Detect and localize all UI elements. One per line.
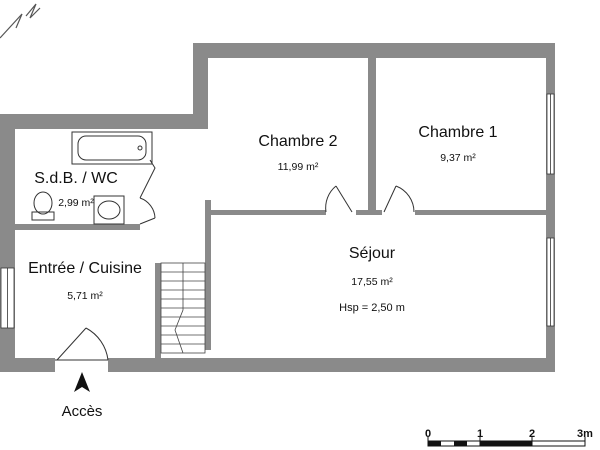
scale-label-0: 0 xyxy=(425,428,431,440)
ceiling-height: Hsp = 2,50 m xyxy=(339,302,405,314)
room-area: 5,71 m² xyxy=(67,290,103,302)
room-name: Entrée / Cuisine xyxy=(28,260,142,277)
bathroom-door xyxy=(139,159,156,225)
inner-walls xyxy=(15,58,546,358)
scale-label-3: 3m xyxy=(577,428,593,440)
room-area: 9,37 m² xyxy=(440,152,476,164)
entry-door xyxy=(55,327,109,361)
windows xyxy=(0,93,555,329)
access-arrow-icon xyxy=(74,372,90,392)
room-name: Séjour xyxy=(349,245,396,262)
scale-label-1: 1 xyxy=(477,428,483,440)
toilet-icon xyxy=(31,191,55,221)
scale-bar xyxy=(427,437,586,447)
room-area: 11,99 m² xyxy=(278,161,319,173)
scale-label-2: 2 xyxy=(529,428,535,440)
bathtub-icon xyxy=(71,131,153,165)
room-area: 17,55 m² xyxy=(351,276,393,288)
staircase xyxy=(160,262,206,354)
north-arrow-icon xyxy=(0,3,41,39)
room-name: Chambre 1 xyxy=(418,124,497,141)
room-name: S.d.B. / WC xyxy=(34,170,118,187)
access-label: Accès xyxy=(62,403,103,420)
washbasin-icon xyxy=(93,195,125,225)
outer-walls xyxy=(0,43,555,372)
room-area: 2,99 m² xyxy=(58,197,94,209)
room-name: Chambre 2 xyxy=(258,133,337,150)
bedroom-doors xyxy=(325,185,415,213)
